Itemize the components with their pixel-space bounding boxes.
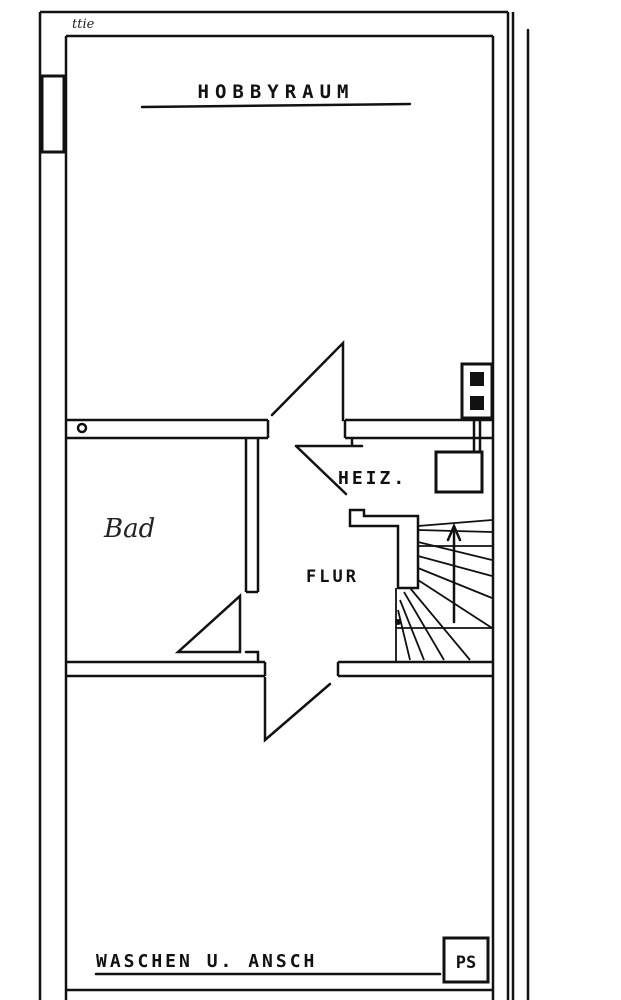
interior-walls (66, 418, 493, 992)
staircase (348, 508, 493, 662)
label-hobbyraum-underline (140, 102, 412, 109)
chimney-flue-1 (470, 372, 484, 386)
door-swing-waschen (263, 676, 332, 743)
stair-arrow-head (446, 522, 462, 542)
outer-wall-top (40, 10, 508, 38)
door-stop-bad (244, 650, 260, 664)
door-stop-hobby (350, 436, 364, 448)
heating-equipment (434, 362, 494, 494)
door-swings (76, 339, 364, 743)
label-waschen: WASCHEN U. ANSCH (96, 951, 317, 972)
flue-pipe (472, 416, 482, 454)
stair-arrow-start (395, 619, 401, 625)
stair-outline (395, 519, 493, 662)
wall-hobby-bad (66, 418, 270, 440)
label-bad: Bad (103, 514, 155, 544)
door-swing-heiz (294, 444, 352, 496)
window-left (40, 74, 66, 154)
door-swing-hobby (270, 339, 345, 422)
wall-hobby-heiz (343, 418, 493, 440)
wall-bad-right (244, 438, 260, 594)
wall-flur-waschen (336, 660, 493, 678)
label-hobbyraum: HOBBYRAUM (198, 81, 355, 103)
outer-walls: ttie (38, 10, 530, 1000)
outer-wall-left (38, 12, 68, 1000)
label-flur: FLUR (306, 567, 359, 587)
label-heizung: HEIZ. (338, 468, 407, 489)
outer-wall-right (491, 12, 515, 1000)
label-ps: PS (456, 953, 476, 973)
corner-note: ttie (72, 17, 95, 32)
door-hinge-bad (76, 422, 88, 434)
stair-treads (397, 529, 493, 661)
room-labels: HOBBYRAUM Bad HEIZ. FLUR WASCHEN U. ANSC… (94, 81, 476, 976)
stair-landing (348, 508, 420, 590)
wall-bad-waschen (66, 660, 267, 678)
boiler (434, 450, 484, 494)
chimney-flue-2 (470, 396, 484, 410)
door-swing-bad (174, 593, 242, 654)
ps-box (442, 936, 490, 984)
